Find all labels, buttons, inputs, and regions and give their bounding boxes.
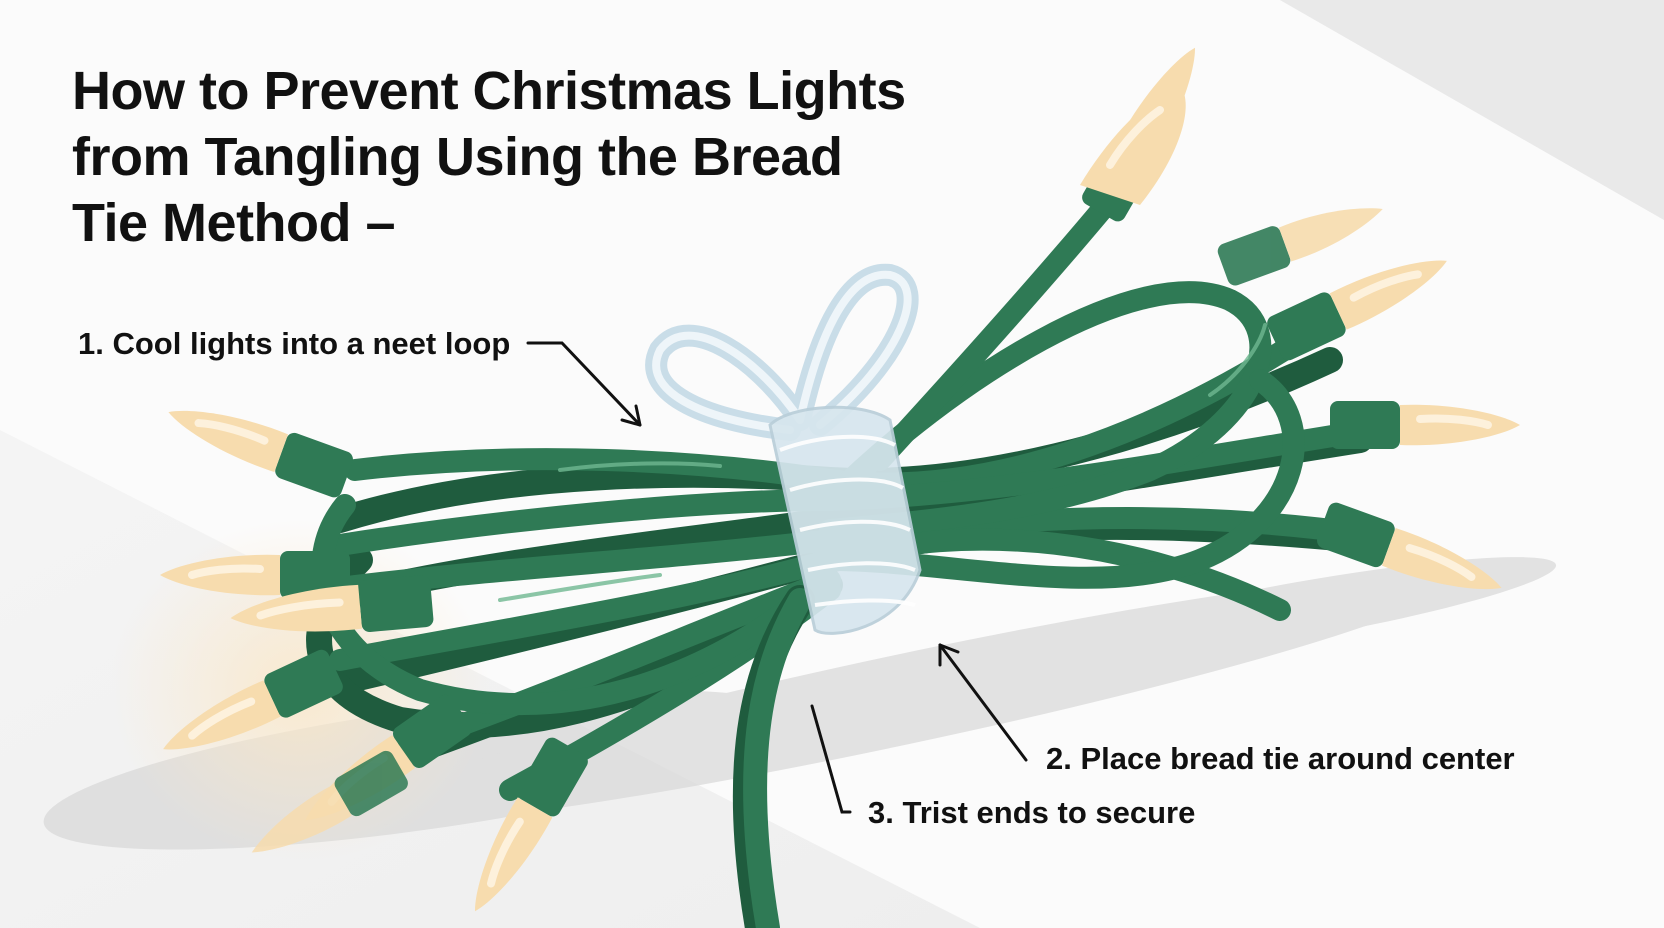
- step-3-label: 3. Trist ends to secure: [868, 795, 1196, 830]
- title-line-2: from Tangling Using the Bread: [72, 127, 843, 187]
- arrow-step-2: [938, 643, 1028, 762]
- step-1-label: 1. Cool lights into a neet loop: [78, 326, 511, 361]
- arrow-step-1: [526, 341, 642, 427]
- title-line-1: How to Prevent Christmas Lights: [72, 61, 906, 121]
- bulbs: [160, 47, 1520, 912]
- background-shadow-top: [1280, 0, 1664, 220]
- page-title: How to Prevent Christmas Lights from Tan…: [72, 58, 972, 256]
- arrows: [526, 341, 1028, 814]
- title-line-3: Tie Method –: [72, 193, 396, 253]
- bread-tie: [645, 263, 922, 635]
- step-2-label: 2. Place bread tie around center: [1046, 741, 1515, 776]
- arrow-step-3: [810, 704, 852, 814]
